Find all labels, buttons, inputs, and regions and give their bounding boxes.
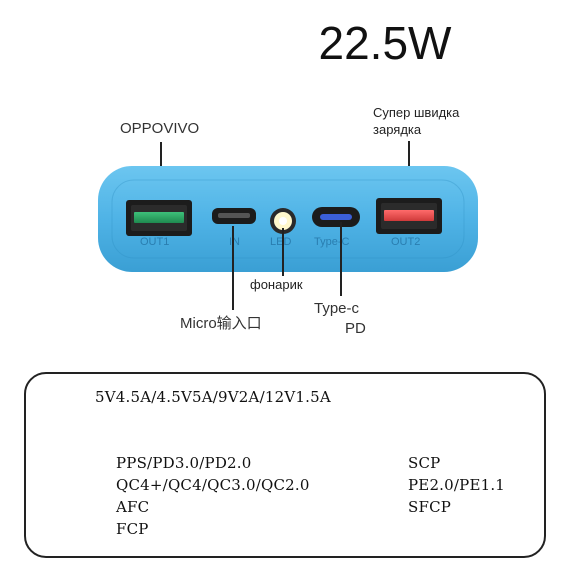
out1-port-label: OUT1: [140, 236, 170, 248]
flashlight-label: фонарик: [250, 277, 303, 292]
protocol-left-3: AFC: [116, 498, 150, 516]
protocol-right-2: PE2.0/PE1.1: [408, 476, 506, 494]
super-fast-label-line2: зарядка: [373, 122, 422, 137]
protocol-left-2: QC4+/QC4/QC3.0/QC2.0: [116, 476, 310, 494]
micro-input-label: Micro输入口: [180, 315, 262, 332]
led-leader-line: [282, 228, 284, 276]
typec-label-line1: Type-c: [314, 300, 360, 317]
typec-leader-line: [340, 222, 342, 296]
micro-leader-line: [232, 226, 234, 310]
in-port-label: IN: [229, 236, 240, 248]
typec-port: [312, 207, 360, 227]
oppovivo-label: OPPOVIVO: [120, 120, 200, 137]
protocol-right-3: SFCP: [408, 498, 452, 516]
protocol-specs-box: [24, 372, 546, 558]
micro-usb-port: [212, 208, 256, 224]
typec-label-line2: PD: [345, 320, 366, 337]
out1-usb-port: [126, 200, 192, 236]
led-flashlight: [270, 208, 296, 234]
wattage-title: 22.5W: [318, 17, 452, 69]
out2-usb-port: [376, 198, 442, 234]
output-spec: 5V4.5A/4.5V5A/9V2A/12V1.5A: [95, 388, 331, 406]
super-fast-label-line1: Супер швидка: [373, 105, 460, 120]
protocol-right-1: SCP: [408, 454, 441, 472]
typec-port-label: Type-C: [314, 236, 350, 248]
protocol-left-1: PPS/PD3.0/PD2.0: [116, 454, 252, 472]
out2-port-label: OUT2: [391, 236, 421, 248]
protocol-left-4: FCP: [116, 520, 149, 538]
led-port-label: LED: [270, 236, 292, 248]
